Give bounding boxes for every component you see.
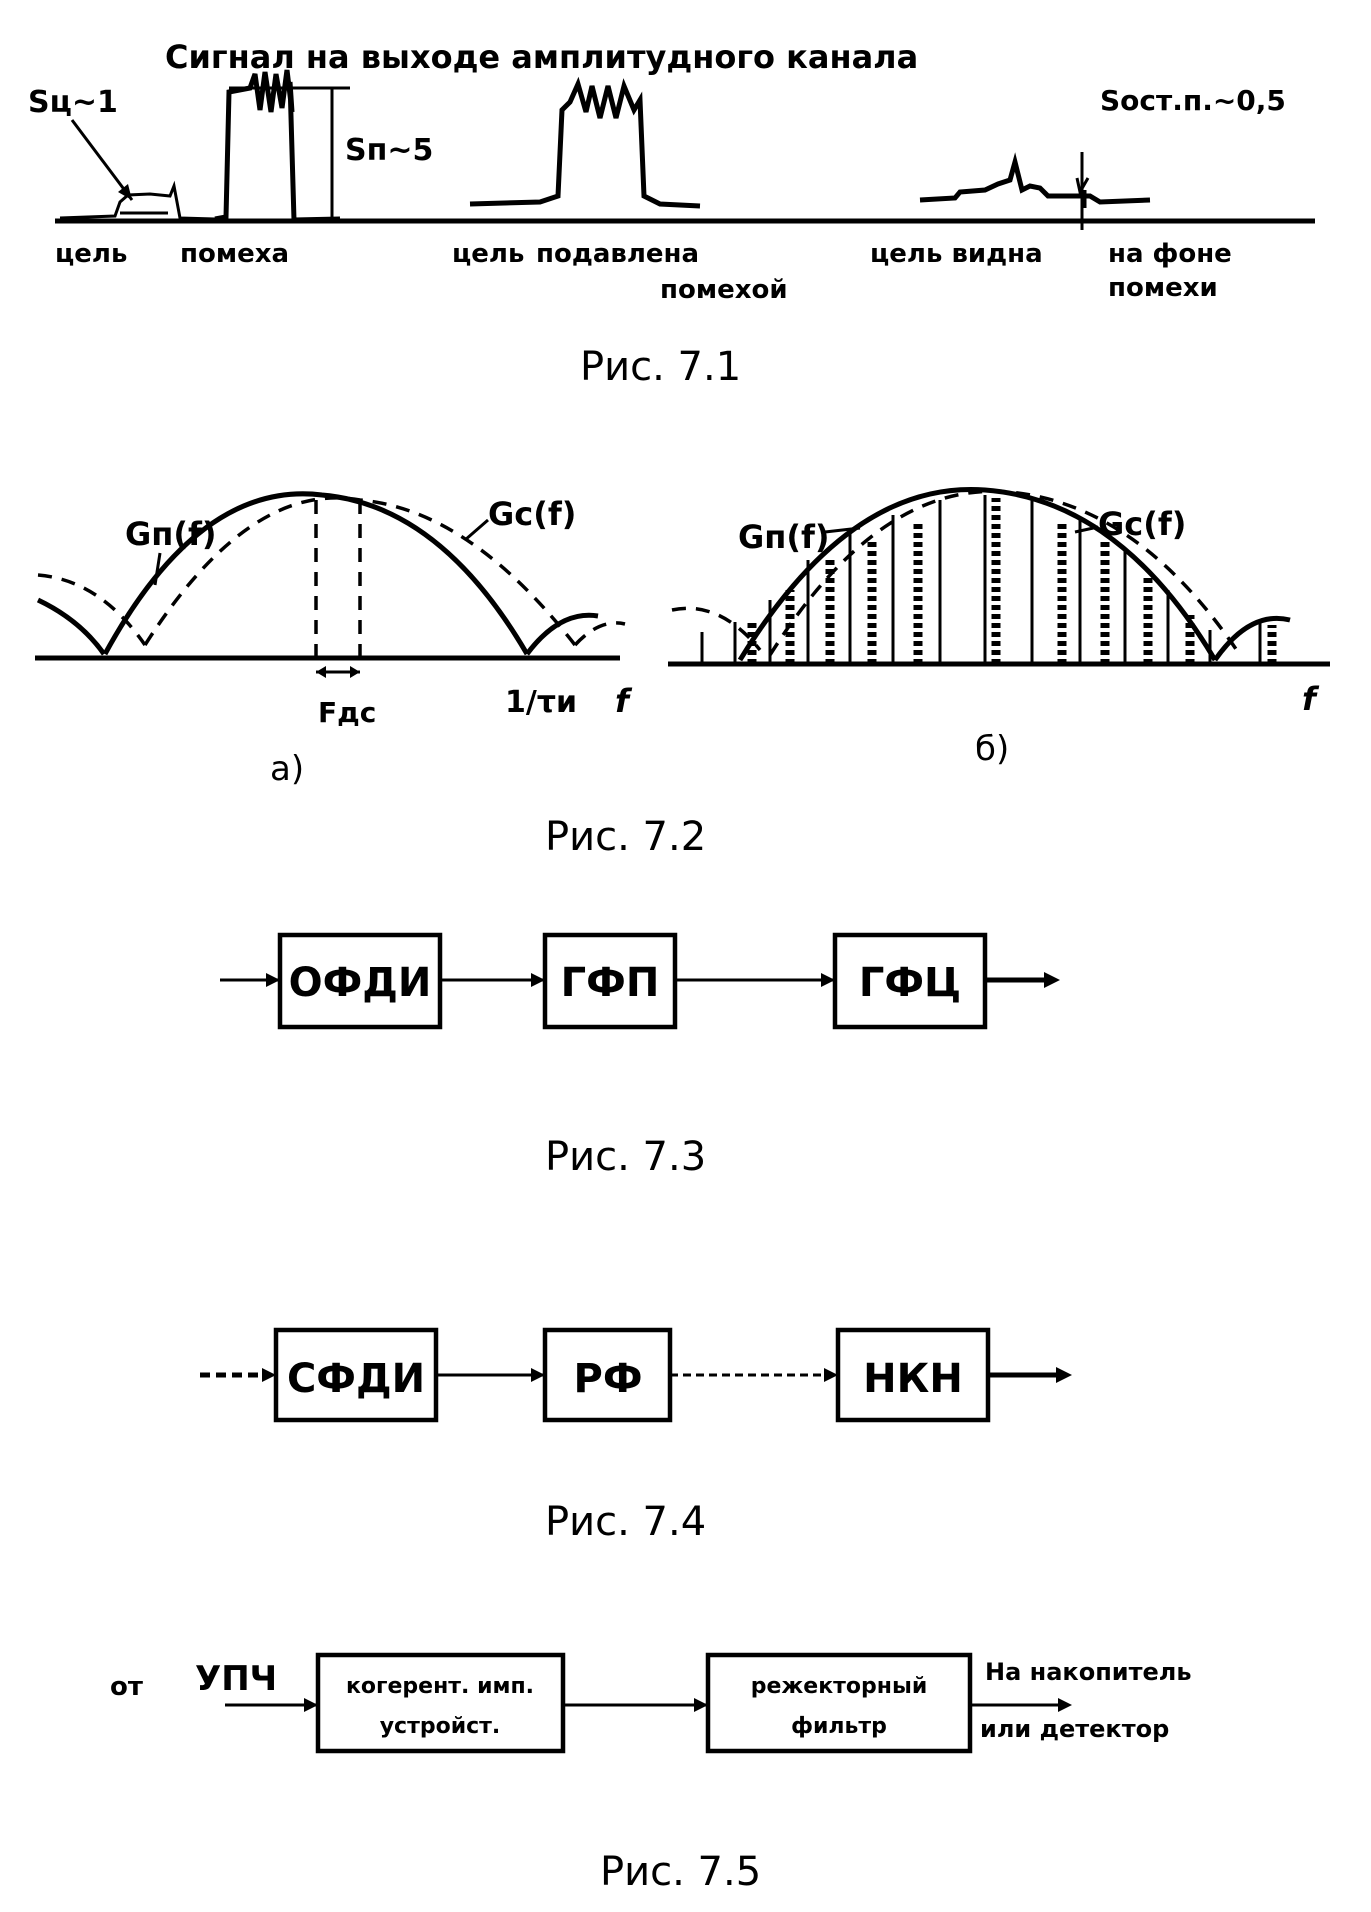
fig72a-gn-label: Gп(f)	[125, 515, 217, 553]
fig71-label-visible-3: помехи	[1108, 273, 1218, 303]
fig72b-gc-left-lobe	[671, 606, 762, 652]
fig71-sc-label: Sц~1	[28, 85, 118, 120]
fig73-block-1	[277, 932, 443, 1030]
fig75-from-label: от	[110, 1672, 143, 1702]
fig72b-hatched-lines	[747, 498, 1277, 664]
fig72a-gn-right-lobe	[525, 612, 599, 656]
figure-7-1: Сигнал на выходе амплитудного канала Sц~…	[28, 38, 1315, 390]
fig72b-spectral-lines	[700, 495, 1262, 664]
fig71-residual-arrow	[1075, 177, 1090, 197]
fig75-caption: Рис. 7.5	[600, 1849, 761, 1895]
fig72a-fdc-arrows	[316, 666, 360, 678]
fig72b-gn-right-lobe	[1212, 615, 1291, 662]
fig75-output-line2: или детектор	[980, 1715, 1169, 1743]
fig74-input-arrow	[262, 1368, 276, 1382]
fig73-link-2-arrow	[821, 973, 835, 987]
fig74-output-arrow	[1056, 1367, 1072, 1383]
fig74-block-3-label: НКН	[863, 1356, 963, 1402]
fig75-block-1-line2: устройст.	[380, 1714, 501, 1739]
fig72b-sublabel: б)	[975, 729, 1009, 769]
fig71-residual-signal	[919, 152, 1151, 205]
figure-7-4: СФДИ РФ НКН Рис. 7.4	[200, 1327, 1072, 1545]
fig72a-gn-leader	[153, 552, 162, 586]
fig71-sp-label: Sп~5	[345, 133, 433, 168]
fig72a-f-label: f	[615, 682, 633, 720]
figure-7-3: ОФДИ ГФП ГФЦ Рис. 7.3	[220, 932, 1060, 1180]
fig71-target-pulse	[59, 180, 216, 221]
fig72a-gn-left-lobe	[36, 597, 107, 656]
fig71-sost-label: Sост.п.~0,5	[1100, 84, 1286, 117]
fig72a-gn-curve	[102, 491, 530, 656]
fig75-block-2	[705, 1652, 973, 1754]
fig73-input-arrow	[266, 973, 280, 987]
fig74-link-1-arrow	[531, 1368, 545, 1382]
fig74-block-3	[835, 1327, 991, 1423]
fig73-block-3	[832, 932, 988, 1030]
fig75-block-2-line1: режекторный	[751, 1674, 928, 1699]
figure-7-5: от УПЧ когерент. имп. устройст. режектор…	[110, 1652, 1192, 1895]
figure-7-2: Fдс 1/τи f Gп(f) Gc(f) а)	[35, 486, 1330, 860]
fig72a-tau-label: 1/τи	[505, 685, 577, 720]
fig72-caption: Рис. 7.2	[545, 814, 706, 860]
fig72b-gn-leader	[824, 526, 861, 534]
fig71-label-target2: цель	[452, 239, 524, 269]
fig71-label-suppressed-2: помехой	[660, 275, 788, 305]
fig74-block-2-label: РФ	[574, 1356, 643, 1402]
fig71-suppressed-pulse	[469, 76, 701, 209]
fig71-sc-arrowhead	[118, 184, 132, 200]
fig72b-gn-label: Gп(f)	[738, 518, 830, 556]
fig75-block-2-line2: фильтр	[791, 1714, 887, 1739]
fig72a-sublabel: а)	[270, 749, 304, 789]
fig73-caption: Рис. 7.3	[545, 1134, 706, 1180]
fig71-noise-pulse	[214, 69, 341, 223]
fig73-block-3-label: ГФЦ	[859, 960, 961, 1006]
fig75-block-1	[315, 1652, 566, 1754]
fig71-label-visible-2: на фоне	[1108, 239, 1232, 269]
fig73-link-1-arrow	[531, 973, 545, 987]
fig74-caption: Рис. 7.4	[545, 1499, 706, 1545]
fig72b-f-label: f	[1302, 680, 1320, 718]
fig71-caption: Рис. 7.1	[580, 344, 741, 390]
fig72b-gc-curve	[768, 489, 1242, 656]
fig73-block-2	[542, 932, 678, 1030]
fig74-block-1	[273, 1327, 439, 1423]
fig74-block-1-label: СФДИ	[287, 1356, 425, 1402]
fig75-source-label: УПЧ	[195, 1659, 277, 1699]
fig72b-gc-label: Gc(f)	[1098, 505, 1186, 543]
fig73-output-arrow	[1044, 972, 1060, 988]
fig71-label-target1: цель	[55, 239, 127, 269]
fig72a-gc-left-lobe	[37, 573, 147, 646]
fig73-block-1-label: ОФДИ	[289, 960, 432, 1006]
fig74-block-2	[542, 1327, 673, 1423]
fig74-link-2-arrow	[824, 1368, 838, 1382]
fig72b-gn-curve	[737, 486, 1218, 662]
fig72a-gc-leader	[464, 518, 489, 542]
fig75-link-1-arrow	[694, 1698, 708, 1712]
fig75-output-line1: На накопитель	[985, 1658, 1192, 1686]
fig72a-fdc-label: Fдс	[318, 696, 376, 729]
fig71-label-suppressed-1: подавлена	[536, 239, 699, 269]
fig72b-gc-leader	[1074, 525, 1099, 534]
fig73-block-2-label: ГФП	[561, 960, 660, 1006]
fig72a-gc-label: Gc(f)	[488, 495, 576, 533]
fig75-block-1-line1: когерент. имп.	[346, 1674, 534, 1699]
fig75-input-arrow	[304, 1698, 318, 1712]
fig75-output-arrow	[1058, 1698, 1072, 1712]
fig71-title: Сигнал на выходе амплитудного канала	[165, 38, 918, 76]
fig72a-gc-right-lobe	[573, 621, 626, 647]
fig71-sc-arrow	[70, 119, 134, 201]
fig71-label-noise: помеха	[180, 239, 289, 269]
fig72a-gc-curve	[143, 496, 577, 647]
fig71-label-visible-1: цель видна	[870, 239, 1043, 269]
